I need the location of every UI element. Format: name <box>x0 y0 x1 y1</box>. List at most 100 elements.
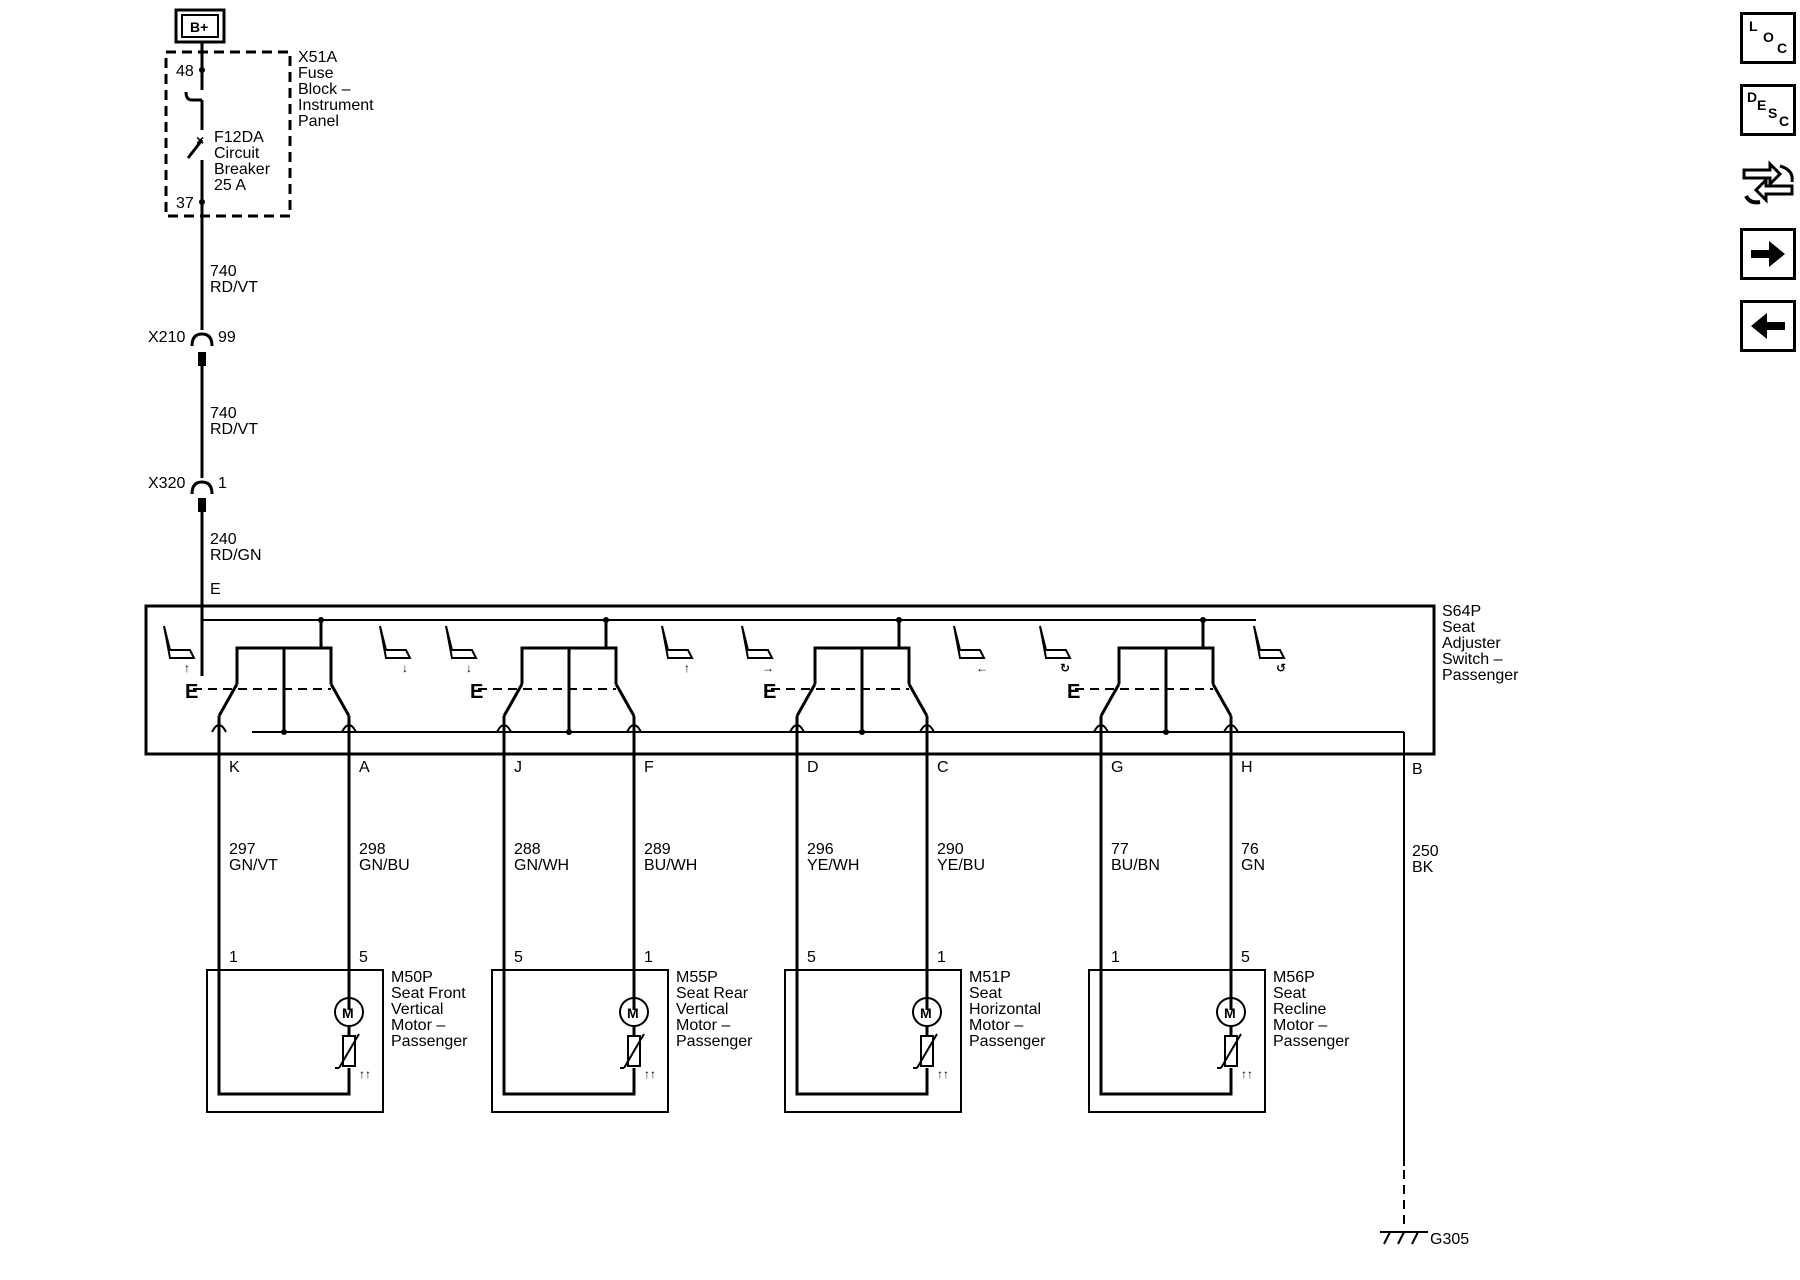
switch-contact-right <box>1211 683 1233 717</box>
component-view-button[interactable] <box>1740 156 1796 208</box>
seat-arrow: ← <box>976 661 988 675</box>
wire-left-color: BU/BN <box>1111 857 1160 874</box>
switch-pin-right: F <box>644 759 654 776</box>
battery-plus-inner <box>181 14 219 38</box>
wire-left-color: YE/WH <box>807 857 859 874</box>
switch-contact-right <box>614 683 636 717</box>
switch-actuator-letter: E <box>185 681 198 703</box>
motor-letter: M <box>627 1005 639 1021</box>
wire-2-circuit: 740 <box>210 405 237 422</box>
wire-right-color: BU/WH <box>644 857 697 874</box>
switch-pin-right: A <box>359 759 370 776</box>
fuse-terminal <box>184 91 202 102</box>
motor-name-line-3: Motor – <box>391 1017 445 1034</box>
seat-position-icon-1: ↑ <box>163 625 196 675</box>
switch-actuator-letter: E <box>470 681 483 703</box>
motor-box <box>1088 969 1266 1113</box>
ground-tap-dot <box>859 729 865 735</box>
switch-contact-left <box>502 683 524 717</box>
fuse-block-name-1: Fuse <box>298 65 334 82</box>
motor-internal-wire <box>1099 970 1233 1096</box>
switch-pin-right: C <box>937 759 949 776</box>
motor-name-line-3: Motor – <box>969 1017 1023 1034</box>
ground-wire-color: BK <box>1412 859 1434 876</box>
motor-internal-wire <box>795 970 929 1096</box>
motor-letter: M <box>342 1005 354 1021</box>
motor-name-line-2: Vertical <box>676 1001 728 1018</box>
fuse-block-name-3: Instrument <box>298 97 374 114</box>
motor-pin-left: 5 <box>807 949 816 966</box>
motor-id: M56P <box>1273 969 1315 986</box>
power-label: B+ <box>190 19 208 35</box>
wire-right-color: GN/BU <box>359 857 410 874</box>
seat-arrow: ↑ <box>684 661 690 675</box>
wire-left-circuit: 288 <box>514 841 541 858</box>
pin-48-dot <box>199 67 205 73</box>
location-button[interactable]: L O C <box>1740 12 1796 64</box>
sensor-arrows-icon: ↑↑ <box>359 1067 371 1081</box>
motor-internal-wire <box>217 970 351 1096</box>
wire-left-color: GN/WH <box>514 857 569 874</box>
breaker-desc-3: 25 A <box>214 177 246 194</box>
loc-letter-l: L <box>1749 18 1758 34</box>
switch-name-3: Switch – <box>1442 651 1503 668</box>
position-sensor <box>627 1035 641 1067</box>
seat-position-icon-2: ↓ <box>379 625 412 675</box>
ground-tap-dot <box>281 729 287 735</box>
motor-name-line-2: Horizontal <box>969 1001 1041 1018</box>
switch-name-4: Passenger <box>1442 667 1519 684</box>
seat-position-icon-5: → <box>741 625 774 675</box>
previous-page-button[interactable] <box>1740 300 1796 352</box>
seat-position-icon-3: ↓ <box>445 625 478 675</box>
seat-arrow: → <box>762 661 774 675</box>
seat-position-icon-4: ↑ <box>661 625 694 675</box>
motor-id: M50P <box>391 969 433 986</box>
seat-shape <box>1253 625 1286 659</box>
next-page-button[interactable] <box>1740 228 1796 280</box>
fuse-pin-in: 48 <box>176 63 194 80</box>
wire-1-circuit: 740 <box>210 263 237 280</box>
motor-name-line-3: Motor – <box>676 1017 730 1034</box>
nav-toolbar: L O C D E S C <box>1740 12 1800 372</box>
switch-id: S64P <box>1442 603 1481 620</box>
position-sensor <box>342 1035 356 1067</box>
motor-pin-right: 1 <box>937 949 946 966</box>
breaker-desc-2: Breaker <box>214 161 271 178</box>
switch-actuator-letter: E <box>1067 681 1080 703</box>
seat-shape <box>661 625 694 659</box>
bus-tap-dot <box>896 617 902 623</box>
motor-pin-right: 1 <box>644 949 653 966</box>
seat-arrow: ↓ <box>402 661 408 675</box>
component-view-icon <box>1742 160 1794 205</box>
next-arrow-icon <box>1751 241 1785 267</box>
switch-pin-left: D <box>807 759 819 776</box>
motor-id: M51P <box>969 969 1011 986</box>
switch-pin-right: H <box>1241 759 1253 776</box>
seat-position-icon-8: ↺ <box>1253 625 1286 675</box>
wire-right-circuit: 289 <box>644 841 671 858</box>
switch-contact-left <box>217 683 239 717</box>
switch-actuator-letter: E <box>763 681 776 703</box>
motor-pin-left: 1 <box>1111 949 1120 966</box>
position-sensor <box>920 1035 934 1067</box>
motor-internal-wire <box>502 970 636 1096</box>
motor-pin-right: 5 <box>359 949 368 966</box>
loc-letter-c: C <box>1777 40 1788 56</box>
switch-pin-left: J <box>514 759 522 776</box>
connector-x320-symbol <box>190 480 214 495</box>
motor-name-line-2: Vertical <box>391 1001 443 1018</box>
desc-letter-d: D <box>1747 89 1758 105</box>
motor-pin-left: 5 <box>514 949 523 966</box>
wire-2-color: RD/VT <box>210 421 258 438</box>
seat-position-icon-6: ← <box>953 625 988 675</box>
switch-ground-pin: B <box>1412 761 1423 778</box>
ground-tap-dot <box>566 729 572 735</box>
position-sensor-slash <box>338 1033 360 1069</box>
description-button[interactable]: D E S C <box>1740 84 1796 136</box>
connector-x320-pin-label: 1 <box>218 475 227 492</box>
ground-wire-circuit: 250 <box>1412 843 1439 860</box>
switch-contact-right <box>329 683 351 717</box>
sensor-arrows-icon: ↑↑ <box>644 1067 656 1081</box>
